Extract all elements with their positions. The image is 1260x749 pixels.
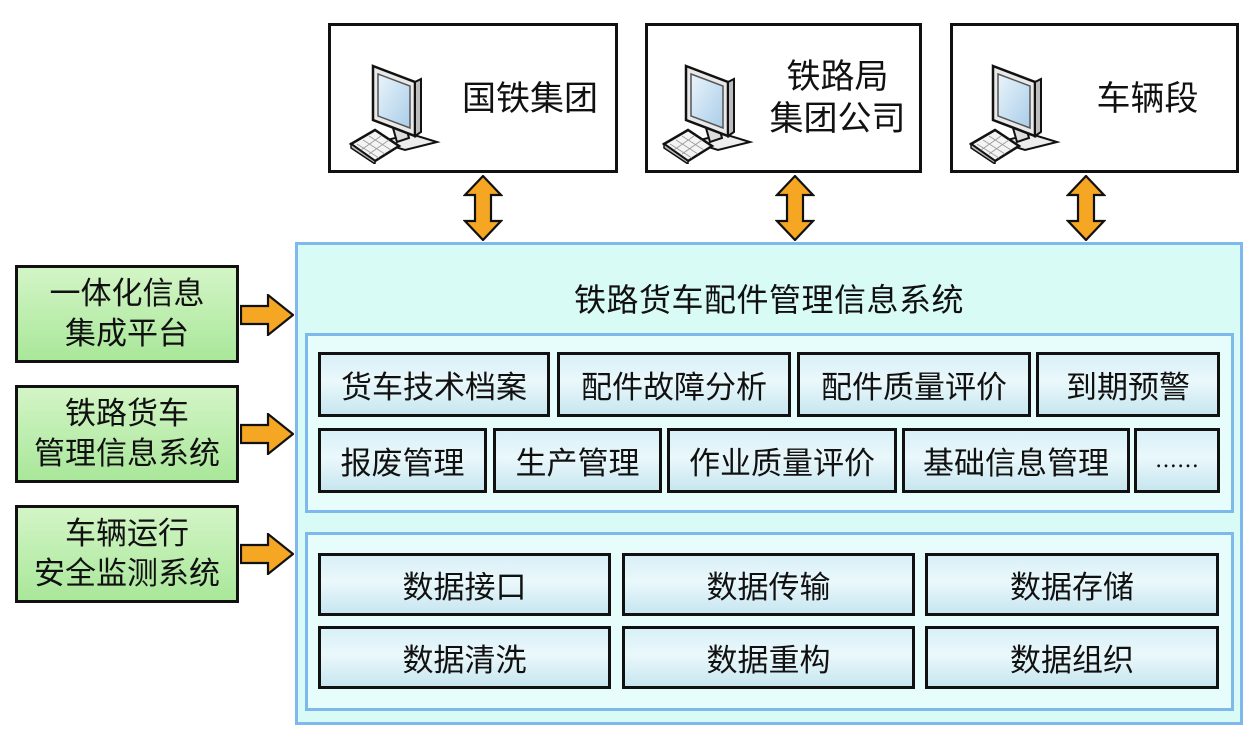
source-box-safety-monitoring: 车辆运行 安全监测系统 — [15, 505, 239, 603]
desktop-computer-icon — [662, 64, 762, 164]
right-arrow-icon — [240, 533, 294, 575]
module-freight-car-archive: 货车技术档案 — [318, 352, 550, 417]
bidirectional-arrow-icon — [775, 175, 815, 241]
source-box-integrated-platform: 一体化信息 集成平台 — [15, 265, 239, 363]
module-data-reconstruction: 数据重构 — [622, 626, 915, 689]
module-production-management: 生产管理 — [493, 428, 662, 493]
client-label: 车辆段 — [1065, 78, 1230, 120]
module-data-storage: 数据存储 — [925, 553, 1219, 616]
source-label-line: 管理信息系统 — [34, 436, 220, 472]
module-data-organization: 数据组织 — [925, 626, 1219, 689]
client-box-vehicle-depot: 车辆段 — [950, 23, 1239, 173]
module-ellipsis: …… — [1134, 428, 1220, 493]
module-expiry-warning: 到期预警 — [1036, 352, 1220, 417]
client-label-line: 集团公司 — [769, 99, 906, 139]
right-arrow-icon — [240, 294, 294, 336]
source-label-line: 车辆运行 — [65, 516, 189, 552]
desktop-computer-icon — [969, 64, 1069, 164]
source-label-line: 一体化信息 — [49, 276, 205, 312]
right-arrow-icon — [240, 413, 294, 455]
client-label: 铁路局 集团公司 — [760, 56, 915, 140]
source-label-line: 铁路货车 — [65, 396, 189, 432]
source-label-line: 集成平台 — [65, 316, 189, 352]
module-part-fault-analysis: 配件故障分析 — [557, 352, 791, 417]
module-data-cleaning: 数据清洗 — [318, 626, 611, 689]
bidirectional-arrow-icon — [1066, 175, 1106, 241]
client-label-line: 车辆段 — [1096, 79, 1199, 119]
module-data-interface: 数据接口 — [318, 553, 611, 616]
module-part-quality-evaluation: 配件质量评价 — [797, 352, 1031, 417]
module-basic-info-management: 基础信息管理 — [902, 428, 1130, 493]
client-box-national-railway-group: 国铁集团 — [328, 23, 618, 173]
module-data-transmission: 数据传输 — [622, 553, 915, 616]
module-work-quality-evaluation: 作业质量评价 — [667, 428, 897, 493]
client-box-railway-bureau: 铁路局 集团公司 — [645, 23, 922, 173]
bidirectional-arrow-icon — [463, 175, 503, 241]
client-label: 国铁集团 — [451, 78, 609, 120]
client-label-line: 铁路局 — [786, 57, 889, 97]
source-box-freight-car-mis: 铁路货车 管理信息系统 — [15, 385, 239, 483]
desktop-computer-icon — [349, 64, 449, 164]
client-label-line: 国铁集团 — [462, 79, 598, 119]
system-title: 铁路货车配件管理信息系统 — [573, 281, 964, 319]
module-scrap-management: 报废管理 — [318, 428, 487, 493]
source-label-line: 安全监测系统 — [34, 556, 220, 592]
